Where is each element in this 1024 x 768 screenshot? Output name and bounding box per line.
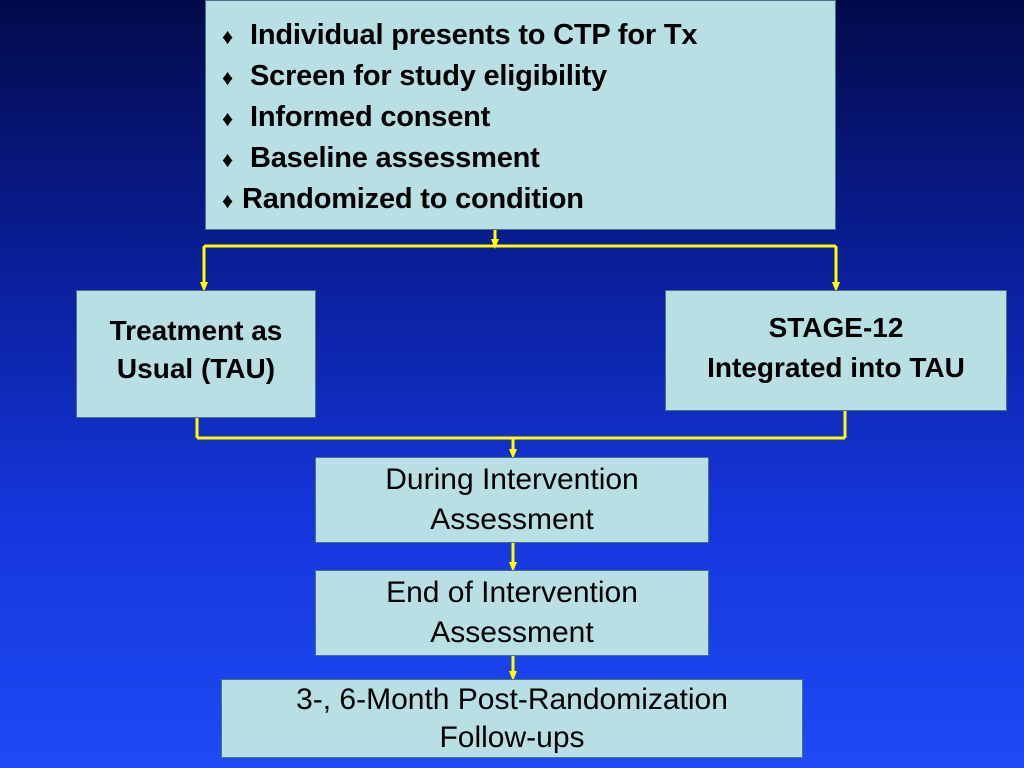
end-line-1: End of Intervention: [386, 576, 638, 609]
bullet-text: Informed consent: [250, 101, 491, 133]
followup-line-2: Follow-ups: [439, 720, 585, 754]
tau-line-1: Treatment as: [109, 315, 283, 346]
during-line-1: During Intervention: [385, 463, 639, 496]
diamond-bullet-icon: ♦: [222, 147, 234, 172]
bullet-text: Randomized to condition: [242, 183, 584, 215]
stage12-condition-box: STAGE-12 Integrated into TAU: [665, 290, 1007, 411]
end-line-2: Assessment: [430, 616, 594, 649]
diamond-bullet-icon: ♦: [222, 106, 234, 131]
bullet-item: ♦ Randomized to condition: [222, 179, 835, 220]
bullet-text: Screen for study eligibility: [250, 60, 607, 92]
enrollment-steps-box: ♦ Individual presents to CTP for Tx ♦ Sc…: [205, 0, 836, 230]
diamond-bullet-icon: ♦: [222, 24, 234, 49]
bullet-text: Individual presents to CTP for Tx: [250, 19, 698, 51]
followup-box: 3-, 6-Month Post-Randomization Follow-up…: [221, 679, 803, 758]
bullet-text: Baseline assessment: [250, 142, 540, 174]
bullet-item: ♦ Baseline assessment: [222, 138, 835, 179]
bullet-item: ♦ Informed consent: [222, 97, 835, 138]
during-line-2: Assessment: [430, 503, 594, 536]
followup-line-1: 3-, 6-Month Post-Randomization: [296, 682, 728, 716]
end-intervention-box: End of Intervention Assessment: [315, 570, 709, 656]
tau-line-2: Usual (TAU): [116, 353, 276, 384]
stage12-line-2: Integrated into TAU: [707, 351, 965, 383]
diamond-bullet-icon: ♦: [222, 65, 234, 90]
stage12-line-1: STAGE-12: [768, 311, 904, 343]
tau-condition-box: Treatment as Usual (TAU): [76, 290, 316, 418]
during-intervention-box: During Intervention Assessment: [315, 457, 709, 543]
bullet-item: ♦ Screen for study eligibility: [222, 56, 835, 97]
bullet-item: ♦ Individual presents to CTP for Tx: [222, 15, 835, 56]
diamond-bullet-icon: ♦: [222, 188, 234, 213]
